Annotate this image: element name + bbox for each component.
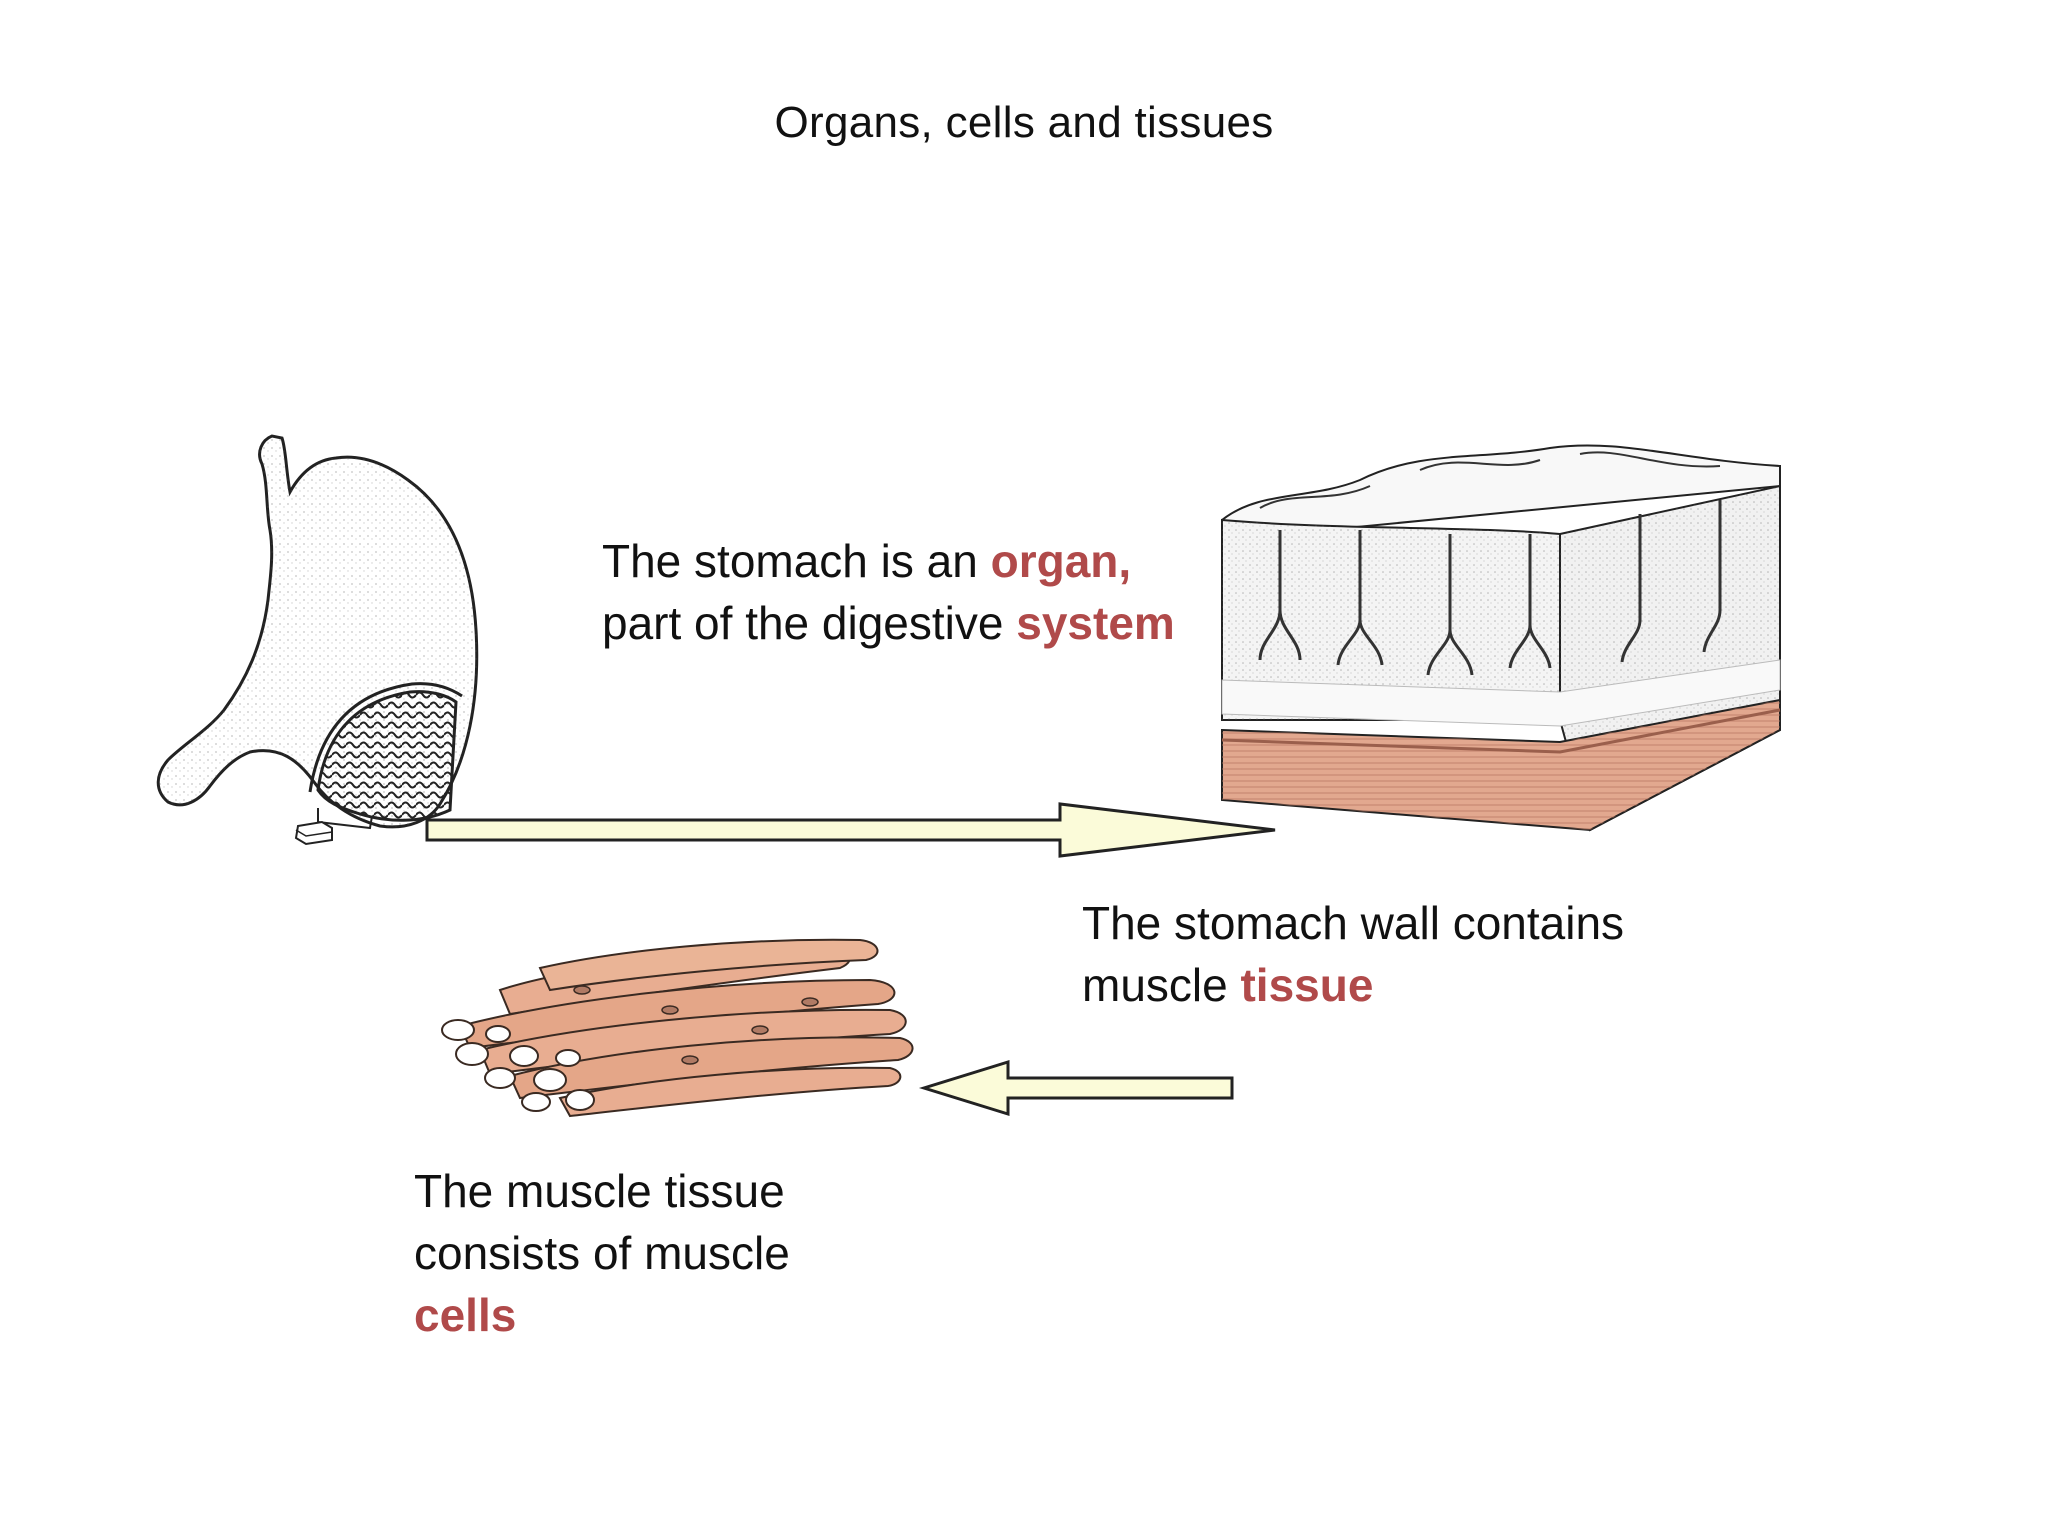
organ-term: organ, <box>990 535 1132 587</box>
cells-caption-line2: consists of muscle <box>414 1227 790 1279</box>
system-term: system <box>1016 597 1175 649</box>
stomach-wall-illustration <box>1221 444 1781 832</box>
right-arrow <box>425 802 1276 858</box>
tissue-caption: The stomach wall contains muscle tissue <box>1082 892 1624 1016</box>
tissue-block-icon <box>294 820 333 846</box>
system-caption-text: part of the digestive <box>602 597 1017 649</box>
cells-caption: The muscle tissue consists of muscle cel… <box>414 1160 790 1346</box>
tissue-term: tissue <box>1240 959 1374 1011</box>
organ-caption: The stomach is an organ, part of the dig… <box>602 530 1175 654</box>
organ-caption-text: The stomach is an <box>602 535 991 587</box>
stomach-illustration <box>156 434 479 846</box>
cells-term: cells <box>414 1289 517 1341</box>
muscle-cells-illustration <box>441 938 914 1118</box>
tissue-caption-line1: The stomach wall contains <box>1082 897 1625 949</box>
cells-caption-line1: The muscle tissue <box>414 1165 785 1217</box>
page-title: Organs, cells and tissues <box>774 98 1274 147</box>
tissue-caption-text: muscle <box>1082 959 1241 1011</box>
left-arrow <box>918 1059 1234 1117</box>
